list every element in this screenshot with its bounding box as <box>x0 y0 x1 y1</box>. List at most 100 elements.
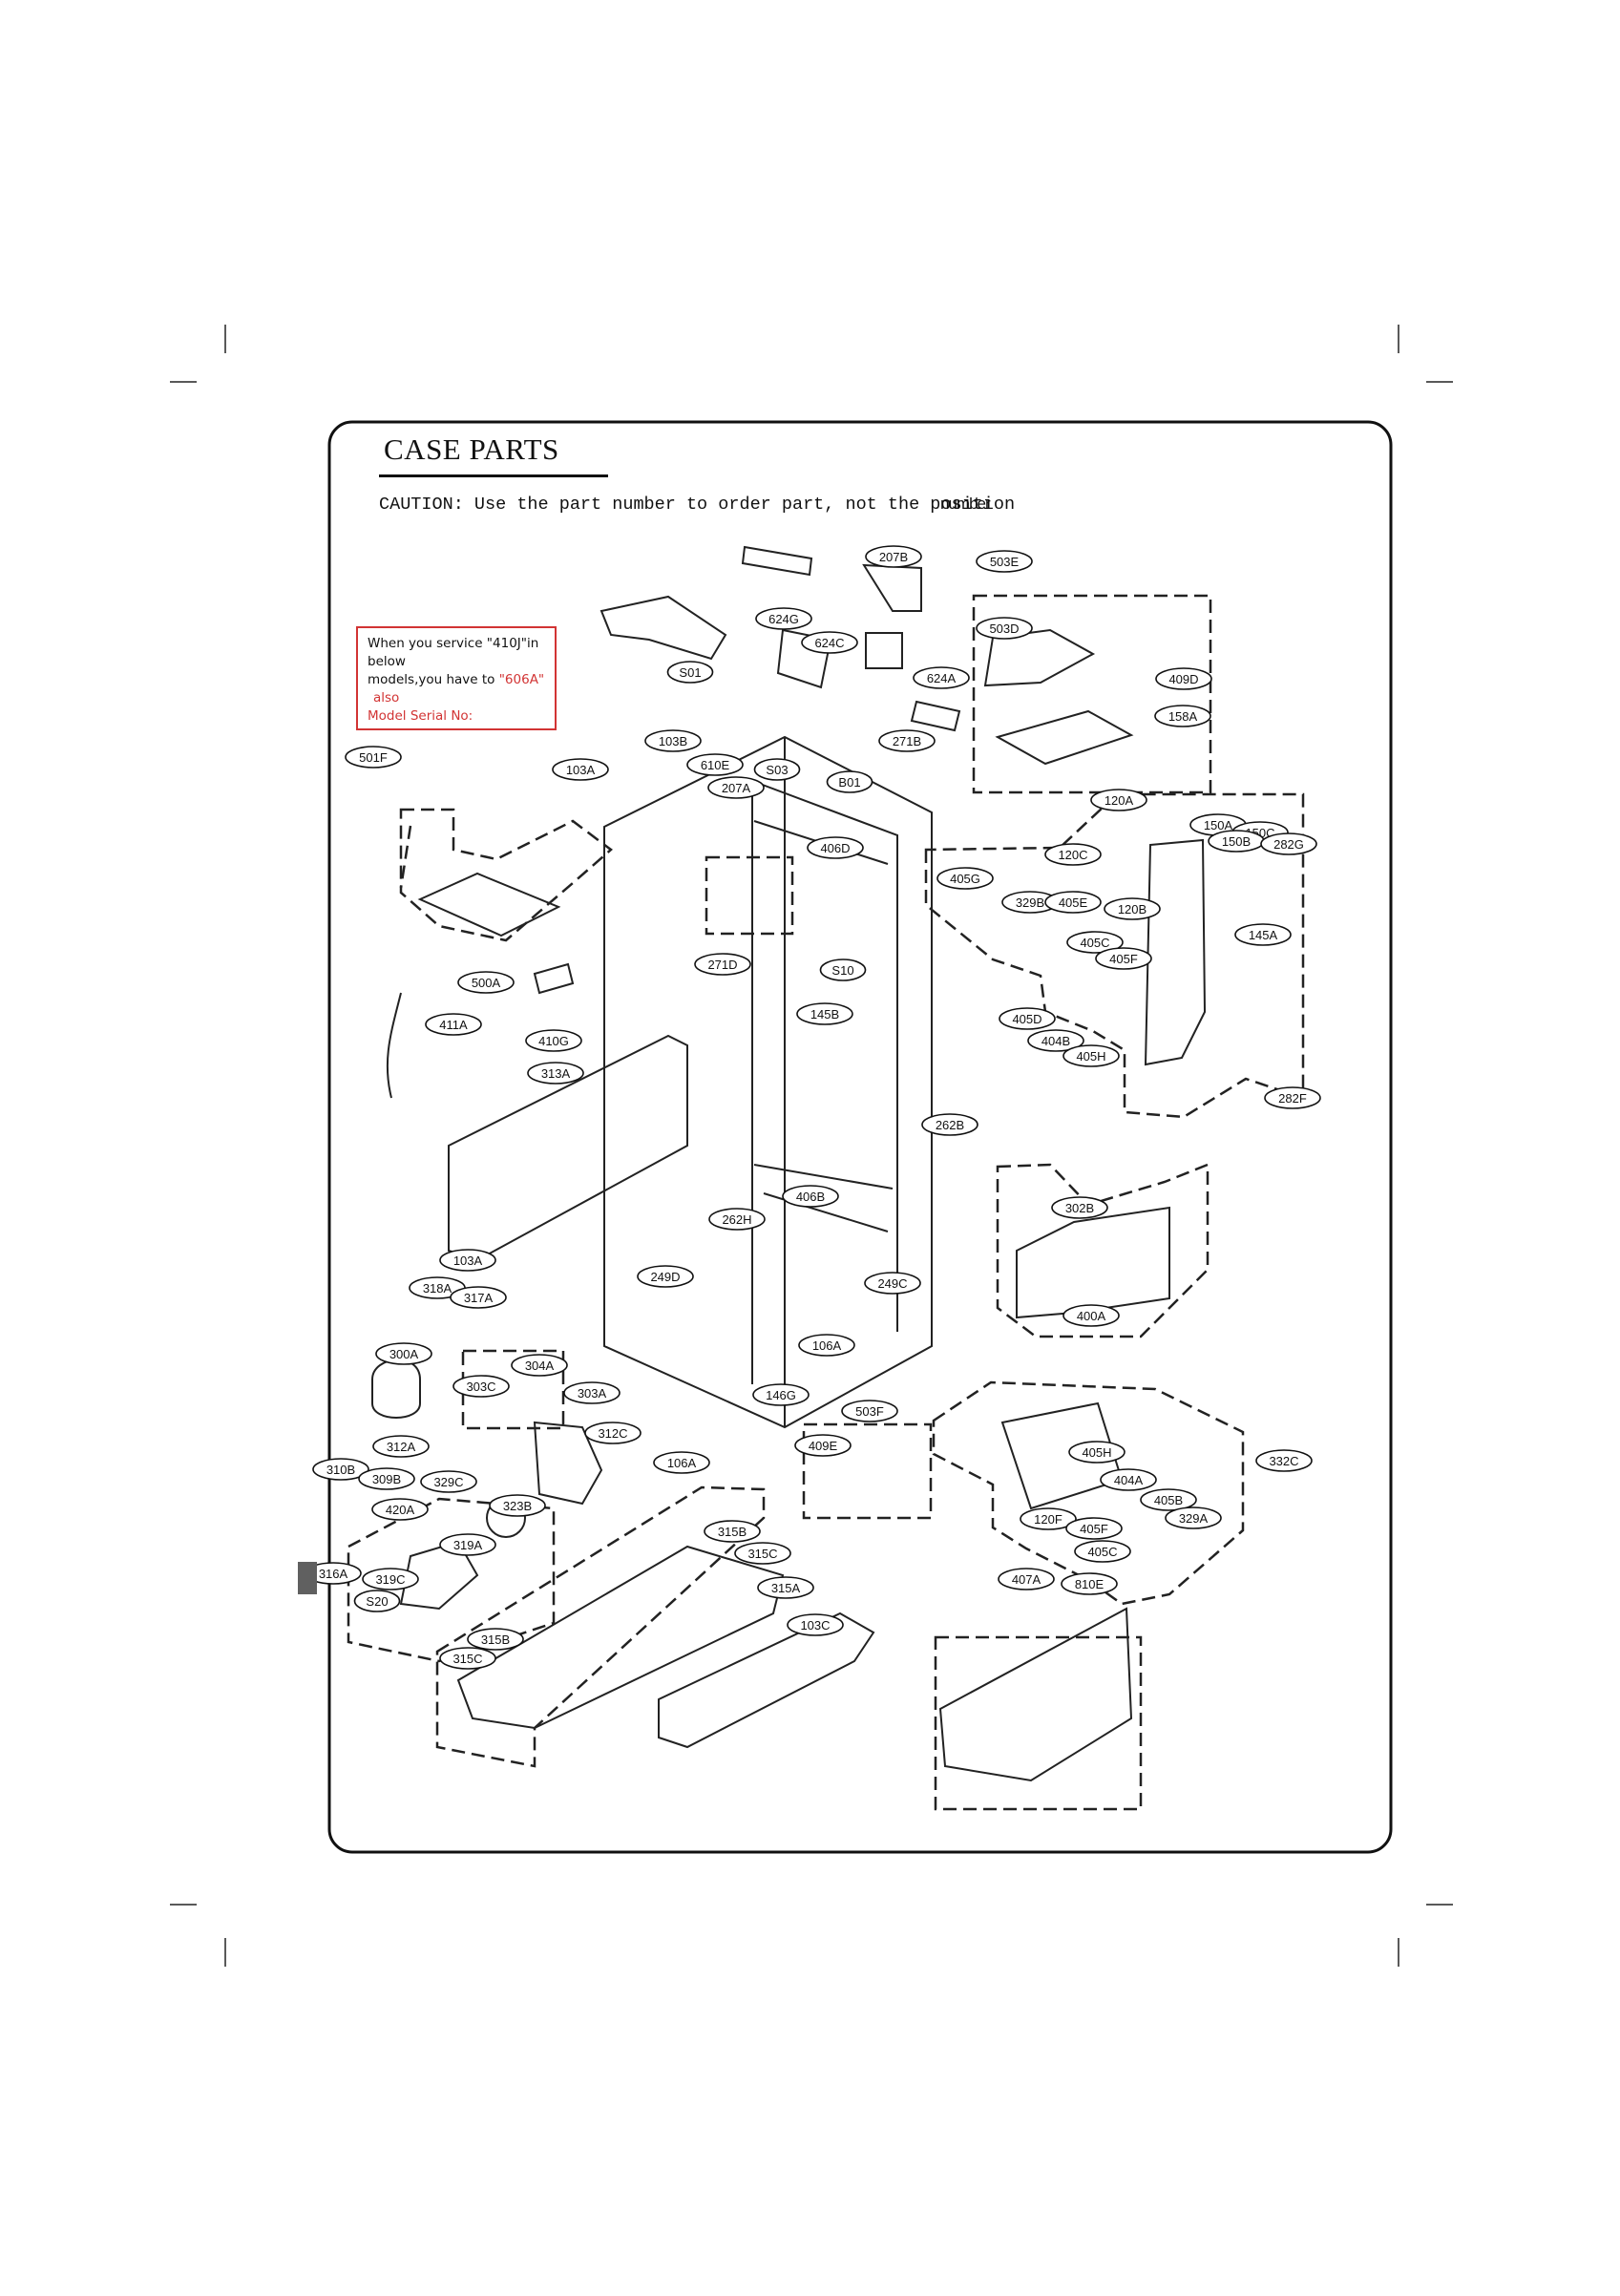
callout-120a: 120A <box>1090 789 1147 811</box>
callout-label: B01 <box>838 775 860 790</box>
box-relay <box>461 1349 565 1430</box>
base-plate <box>456 1545 785 1730</box>
box-base-plate <box>435 1485 766 1768</box>
callout-label: 329B <box>1016 895 1044 910</box>
callout-106a: 106A <box>798 1334 855 1357</box>
callout-271b: 271B <box>878 729 936 752</box>
evaporator-coil <box>1016 1206 1170 1319</box>
shutter-part <box>862 563 922 612</box>
callout-label: 309B <box>372 1472 401 1486</box>
callout-103a: 103A <box>552 758 609 781</box>
callout-271d: 271D <box>694 953 751 976</box>
shelf-glass <box>417 872 561 937</box>
sensor-part <box>741 545 813 577</box>
box-compressor-mount <box>347 1497 556 1663</box>
callout-317a: 317A <box>450 1286 507 1309</box>
callout-label: 610E <box>701 758 730 772</box>
callout-label: 810E <box>1075 1577 1105 1591</box>
callout-249c: 249C <box>864 1272 921 1295</box>
callout-409e: 409E <box>794 1434 852 1457</box>
note-line-2: models,you have to "606A" <box>368 672 545 687</box>
callout-label: 303C <box>466 1380 495 1394</box>
heater-cover <box>983 628 1096 687</box>
callout-315b: 315B <box>704 1520 761 1543</box>
cabinet-inner <box>753 820 894 1232</box>
page-tab-marker <box>298 1562 317 1594</box>
callout-406d: 406D <box>807 836 864 859</box>
callout-label: 249C <box>877 1276 907 1291</box>
callout-329a: 329A <box>1165 1506 1222 1529</box>
callout-120f: 120F <box>1020 1507 1077 1530</box>
callout-810e: 810E <box>1061 1572 1118 1595</box>
callout-label: 400A <box>1077 1309 1106 1323</box>
callout-405c: 405C <box>1074 1540 1131 1563</box>
callout-label: 405B <box>1154 1493 1183 1507</box>
callout-label: 103B <box>659 734 687 748</box>
callout-207b: 207B <box>865 545 922 568</box>
callout-label: 303A <box>578 1386 607 1401</box>
callout-label: 315B <box>481 1632 510 1647</box>
box-tray-bottom <box>802 1422 933 1520</box>
callout-312a: 312A <box>372 1435 430 1458</box>
crop-marks <box>170 325 1453 1967</box>
callout-302b: 302B <box>1051 1196 1108 1219</box>
callout-405b: 405B <box>1140 1488 1197 1511</box>
callout-label: 146G <box>766 1388 796 1402</box>
box-duct-upper <box>972 594 1212 794</box>
callout-label: 150A <box>1204 818 1233 832</box>
callout-label: 103A <box>453 1253 483 1268</box>
callout-329c: 329C <box>420 1470 477 1493</box>
upper-bracket-part <box>600 595 727 661</box>
callout-label: 405C <box>1080 936 1109 950</box>
callout-label: 271B <box>893 734 921 748</box>
callout-s01: S01 <box>666 661 714 684</box>
callout-405d: 405D <box>999 1007 1056 1030</box>
callout-label: 310B <box>326 1463 355 1477</box>
callout-label: 332C <box>1269 1454 1298 1468</box>
callout-145b: 145B <box>796 1002 853 1025</box>
box-fan-lower <box>932 1380 1245 1606</box>
callout-label: S10 <box>831 963 853 978</box>
caution-main: CAUTION: Use the part number to order pa… <box>379 495 1016 515</box>
callout-label: 404A <box>1114 1473 1144 1487</box>
callout-282g: 282G <box>1260 832 1317 855</box>
callout-label: 624C <box>814 636 844 650</box>
callout-145a: 145A <box>1234 923 1292 946</box>
callout-304a: 304A <box>511 1354 568 1377</box>
callout-405e: 405E <box>1044 891 1102 914</box>
service-note: When you service "410J"in below models,y… <box>356 626 557 730</box>
callout-405c: 405C <box>1066 931 1124 954</box>
motor-part <box>865 632 961 732</box>
callout-262b: 262B <box>921 1113 978 1136</box>
callout-label: 145B <box>810 1007 839 1022</box>
callout-319a: 319A <box>439 1533 496 1556</box>
callout-label: 329A <box>1179 1511 1209 1526</box>
callout-300a: 300A <box>375 1342 432 1365</box>
callout-label: S01 <box>679 665 701 680</box>
callout-label: 503F <box>855 1404 884 1419</box>
callout-103c: 103C <box>787 1613 844 1636</box>
callout-label: 207B <box>879 550 908 564</box>
callout-label: 150B <box>1222 834 1251 849</box>
callout-404a: 404A <box>1100 1468 1157 1491</box>
callout-label: 120F <box>1034 1512 1062 1527</box>
ice-duct-right <box>1144 838 1207 1066</box>
callout-label: 407A <box>1012 1572 1041 1587</box>
callout-label: 145A <box>1249 928 1278 942</box>
callout-624c: 624C <box>801 631 858 654</box>
box-drain <box>934 1635 1143 1811</box>
callout-319c: 319C <box>362 1568 419 1590</box>
callout-624a: 624A <box>913 666 970 689</box>
callout-label: 624G <box>768 612 799 626</box>
callout-label: 316A <box>319 1567 348 1581</box>
box-shelf-left <box>399 825 412 889</box>
callout-label: S03 <box>766 763 788 777</box>
callout-106a: 106A <box>653 1451 710 1474</box>
callout-label: 410G <box>538 1034 569 1048</box>
callout-label: 103C <box>800 1618 830 1632</box>
callout-207a: 207A <box>707 776 765 799</box>
front-grille <box>658 1611 875 1749</box>
bracket-lower <box>533 1421 603 1506</box>
callout-303a: 303A <box>563 1381 621 1404</box>
callout-503e: 503E <box>976 550 1033 573</box>
